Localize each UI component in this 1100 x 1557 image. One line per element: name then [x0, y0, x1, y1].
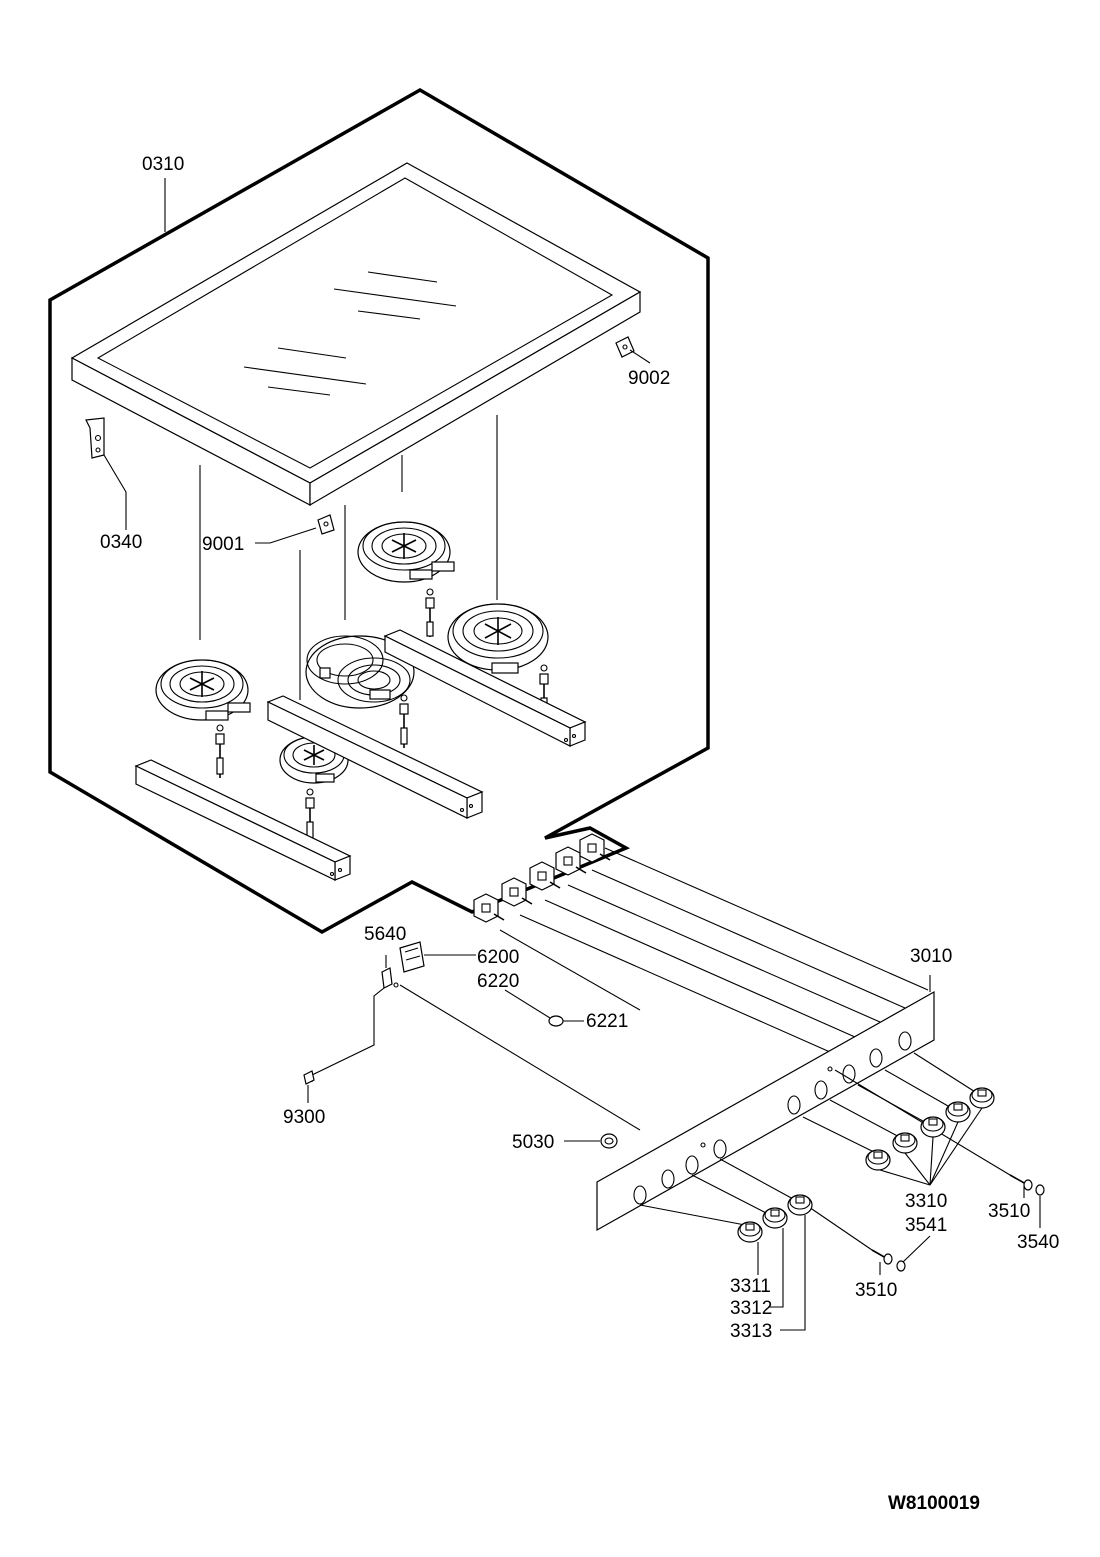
knobs-3310 — [865, 1087, 995, 1171]
clip-9001 — [255, 514, 335, 544]
burner-rear-right-large — [447, 603, 549, 674]
callout-6221: 6221 — [586, 1011, 628, 1032]
knobs-front — [737, 1194, 813, 1243]
connector-5640 — [311, 955, 399, 1082]
clip-6221 — [504, 989, 584, 1027]
callout-3540: 3540 — [1017, 1232, 1059, 1253]
callout-3510-right: 3510 — [988, 1201, 1030, 1222]
clip-9002 — [615, 336, 651, 364]
callout-5640: 5640 — [364, 924, 406, 945]
infinite-switches — [473, 833, 611, 923]
callout-3010: 3010 — [910, 946, 952, 967]
screw-3510-right — [1009, 1174, 1033, 1198]
burner-front-left — [155, 659, 251, 721]
callout-6220: 6220 — [477, 971, 519, 992]
control-panel-3010 — [596, 975, 935, 1232]
callout-6200: 6200 — [477, 947, 519, 968]
glass-top — [70, 162, 642, 507]
grommet-5030 — [564, 1133, 618, 1149]
glass-guide-lines — [199, 415, 498, 700]
terminal-posts — [215, 588, 549, 842]
support-rail-front — [134, 759, 352, 881]
support-rail-middle — [266, 695, 484, 819]
callout-9002: 9002 — [628, 368, 670, 389]
burner-oval-bridge — [305, 635, 415, 709]
callout-9001: 9001 — [202, 534, 244, 555]
washer-3540 — [1035, 1184, 1045, 1228]
support-rail-rear — [383, 629, 587, 747]
drawing-number: W8100019 — [888, 1493, 980, 1514]
callout-3310: 3310 — [905, 1191, 947, 1212]
terminal-block-6200 — [399, 941, 476, 973]
screw-3510-front — [871, 1249, 906, 1275]
callout-3541: 3541 — [905, 1215, 947, 1236]
callout-3313: 3313 — [730, 1321, 772, 1342]
wire-9300 — [303, 1070, 315, 1103]
bracket-0340 — [85, 417, 127, 530]
callout-5030: 5030 — [512, 1132, 554, 1153]
callout-9300: 9300 — [283, 1107, 325, 1128]
callout-0340: 0340 — [100, 532, 142, 553]
burner-rear-right — [357, 521, 455, 583]
callout-3311: 3311 — [730, 1276, 771, 1297]
knob-leaders — [757, 1107, 983, 1331]
callout-3510-front: 3510 — [855, 1280, 897, 1301]
callout-0310: 0310 — [142, 154, 184, 175]
panel-guide-lines — [399, 847, 929, 1131]
callout-3312: 3312 — [730, 1298, 772, 1319]
